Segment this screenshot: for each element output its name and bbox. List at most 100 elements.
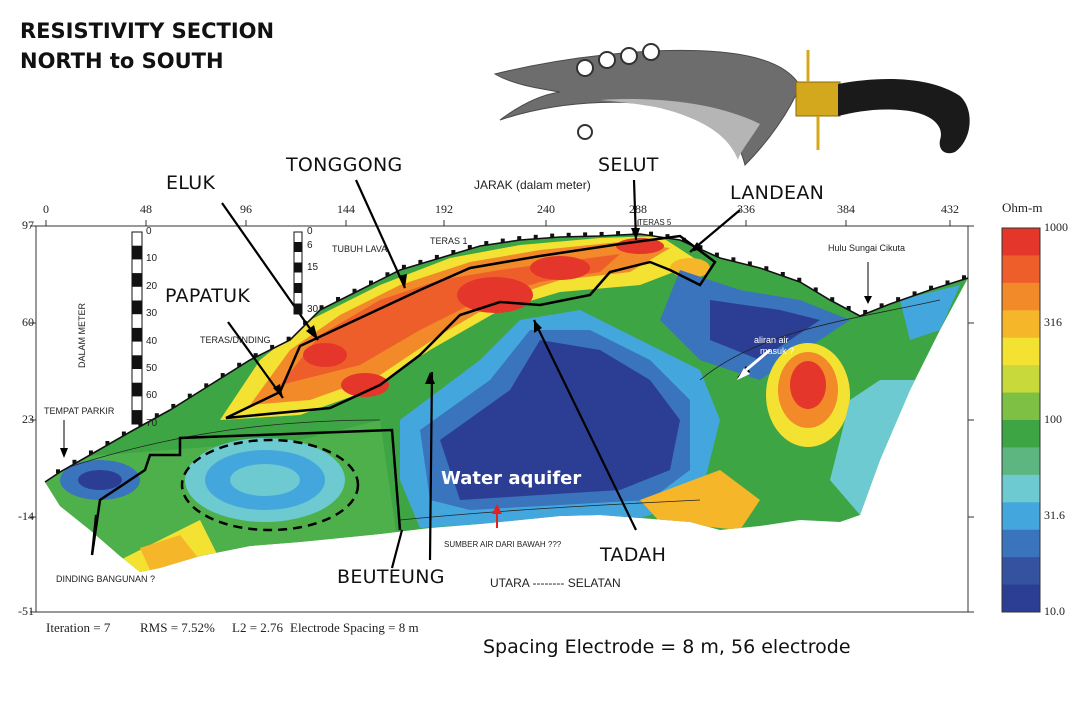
- scale-block: [294, 262, 302, 273]
- electrode-marker: [467, 245, 472, 250]
- legend-tick-label: 1000: [1044, 220, 1068, 234]
- electrode-marker: [484, 241, 489, 246]
- kris-dagger-illustration: [493, 43, 970, 166]
- label-beuteung: BEUTEUNG: [337, 566, 445, 588]
- electrode-marker: [154, 413, 159, 418]
- legend-tick-label: 100: [1044, 412, 1062, 426]
- electrode-marker: [566, 232, 571, 237]
- electrode-marker: [500, 238, 505, 243]
- legend-swatch: [1002, 529, 1040, 558]
- scale-block: [132, 273, 142, 287]
- legend-swatch: [1002, 420, 1040, 448]
- y-tick-label: -14: [18, 509, 34, 523]
- annotation-hulu-sungai: Hulu Sungai Cikuta: [828, 243, 906, 253]
- electrode-marker: [780, 271, 785, 276]
- label-water-aquifer: Water aquifer: [441, 468, 582, 489]
- legend-swatch: [1002, 255, 1040, 284]
- electrode-marker: [418, 259, 423, 264]
- plot-frame: [35, 225, 969, 613]
- electrode-marker: [237, 362, 242, 367]
- x-tick-label: 288: [629, 202, 647, 216]
- depth-scale-1-tick: 0: [146, 226, 152, 237]
- legend-tick-label: 316: [1044, 315, 1062, 329]
- color-legend: [1001, 227, 1041, 613]
- depth-scale-2-tick: 15: [307, 262, 319, 273]
- depth-scale-1-tick: 10: [146, 253, 158, 265]
- legend-swatch: [1002, 228, 1040, 256]
- annotation-tempat-parkir: TEMPAT PARKIR: [44, 406, 115, 416]
- legend-swatch: [1002, 474, 1040, 503]
- x-tick-label: 384: [837, 202, 855, 216]
- depth-scale-1-tick: 70: [146, 417, 158, 429]
- electrode-marker: [352, 288, 357, 293]
- annotation-tubuh-lava: TUBUH LAVA: [332, 244, 388, 254]
- electrode-marker: [204, 383, 209, 388]
- electrode-marker: [929, 285, 934, 290]
- terrain-surface-line: [44, 233, 969, 483]
- footer-l2: L2 = 2.76: [232, 620, 284, 635]
- electrode-marker: [88, 450, 93, 455]
- annotation-aliran-air-2: masuk ?: [760, 346, 795, 356]
- y-tick-label: 23: [22, 412, 34, 426]
- electrode-marker: [599, 231, 604, 236]
- x-tick-label: 0: [43, 202, 49, 216]
- electrode-marker: [121, 431, 126, 436]
- electrode-marker: [714, 252, 719, 257]
- y-tick-label: 97: [22, 218, 34, 232]
- legend-swatch: [1002, 447, 1040, 476]
- electrode-marker: [171, 403, 176, 408]
- depth-scale-1-tick: 20: [146, 280, 158, 292]
- electrode-marker: [764, 266, 769, 271]
- electrode-marker: [270, 344, 275, 349]
- footer-iteration: Iteration = 7: [46, 620, 111, 635]
- annotation-teras-5: TERAS 5: [638, 218, 672, 227]
- legend-tick-label: 31.6: [1044, 508, 1065, 522]
- x-tick-label: 432: [941, 202, 959, 216]
- y-tick-label: 60: [22, 315, 34, 329]
- electrode-marker: [649, 231, 654, 236]
- legend-tick-label: 10.0: [1044, 604, 1065, 618]
- dagger-handle: [838, 79, 970, 154]
- depth-scale-1-tick: 30: [146, 308, 158, 320]
- scale-block: [294, 303, 302, 314]
- legend-swatch: [1002, 282, 1040, 311]
- electrode-marker: [731, 257, 736, 262]
- electrode-marker: [665, 234, 670, 239]
- scale-block: [132, 327, 142, 342]
- electrode-marker: [879, 303, 884, 308]
- footer-spacing: Electrode Spacing = 8 m: [290, 620, 419, 635]
- annotation-aliran-air-1: aliran air: [754, 335, 789, 345]
- electrode-marker: [616, 231, 621, 236]
- legend-swatch: [1002, 584, 1040, 613]
- electrode-marker: [401, 264, 406, 269]
- depth-scale-2-tick: 30: [307, 304, 319, 315]
- electrode-marker: [830, 297, 835, 302]
- label-tonggong: TONGGONG: [286, 154, 403, 176]
- y-tick-label: -51: [18, 604, 34, 618]
- electrode-marker: [550, 233, 555, 238]
- x-tick-label: 48: [140, 202, 152, 216]
- x-tick-label: 96: [240, 202, 252, 216]
- electrode-marker: [72, 459, 77, 464]
- label-papatuk: PAPATUK: [165, 285, 251, 307]
- electrode-marker: [286, 336, 291, 341]
- annotation-utara-selatan: UTARA -------- SELATAN: [490, 576, 621, 590]
- scale-block: [132, 245, 142, 260]
- x-axis-title: JARAK (dalam meter): [474, 178, 591, 192]
- label-eluk: ELUK: [166, 172, 216, 194]
- electrode-marker: [517, 236, 522, 241]
- title-line-1: RESISTIVITY SECTION: [20, 19, 275, 43]
- legend-swatch: [1002, 502, 1040, 531]
- scale-block: [132, 355, 142, 369]
- dagger-guard: [795, 81, 841, 117]
- interpretation-boundaries: [90, 234, 717, 556]
- caption: Spacing Electrode = 8 m, 56 electrode: [483, 636, 851, 658]
- depth-scale-bar-1: [131, 231, 143, 425]
- depth-scale-1-tick: 60: [146, 390, 158, 402]
- footer-rms: RMS = 7.52%: [140, 620, 215, 635]
- depth-scale-bar-2: [293, 231, 303, 315]
- electrode-marker: [846, 305, 851, 310]
- electrode-marker: [896, 297, 901, 302]
- x-tick-label: 192: [435, 202, 453, 216]
